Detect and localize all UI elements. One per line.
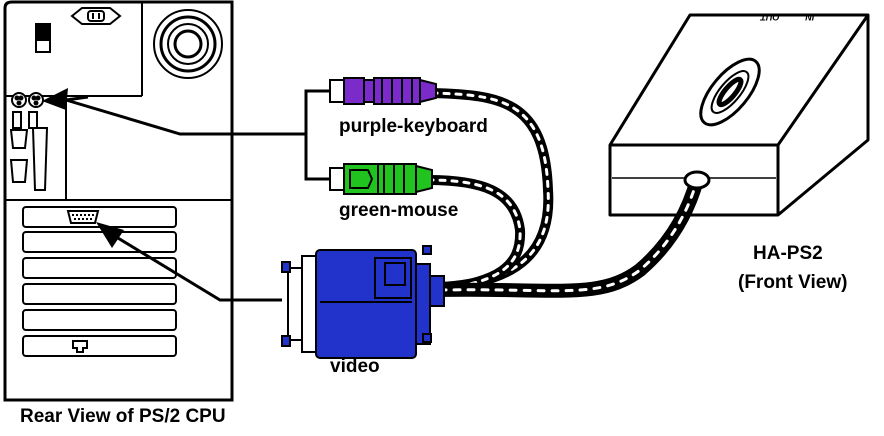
power-switch-icon <box>35 23 51 53</box>
mouse-plug <box>329 163 433 195</box>
device-button-icon <box>699 57 761 127</box>
ps2-connection-arrow <box>65 89 330 181</box>
video-label: video <box>330 356 380 377</box>
usb-ports-icon <box>12 111 38 129</box>
expansion-slots <box>22 206 177 357</box>
keyboard-label: purple-keyboard <box>339 116 488 137</box>
video-connection-arrow <box>107 230 282 302</box>
device-name-label: HA-PS2 <box>753 243 823 264</box>
device-cable-strain-relief <box>683 170 711 190</box>
mouse-label: green-mouse <box>339 200 459 221</box>
device-port-out-label: OUT <box>759 12 780 22</box>
ps2-ports-icon <box>11 92 44 108</box>
ps2-arrowhead-icon <box>42 88 68 110</box>
video-arrowhead-icon <box>96 222 124 248</box>
vga-port-icon <box>66 210 100 224</box>
cpu-caption: Rear View of PS/2 CPU <box>20 406 226 427</box>
ha-ps2-device <box>608 13 870 217</box>
fan-icon <box>153 9 223 79</box>
serial-port-icon <box>9 129 29 183</box>
parallel-port-icon <box>31 127 49 191</box>
keyboard-plug-body <box>343 77 365 105</box>
vga-connector <box>281 245 445 359</box>
device-port-in-label: IN <box>805 12 815 22</box>
network-port-icon <box>72 340 88 353</box>
power-socket-icon <box>70 7 122 25</box>
cable-bundle <box>423 88 704 298</box>
device-view-label: (Front View) <box>738 272 848 293</box>
keyboard-plug <box>329 77 437 105</box>
